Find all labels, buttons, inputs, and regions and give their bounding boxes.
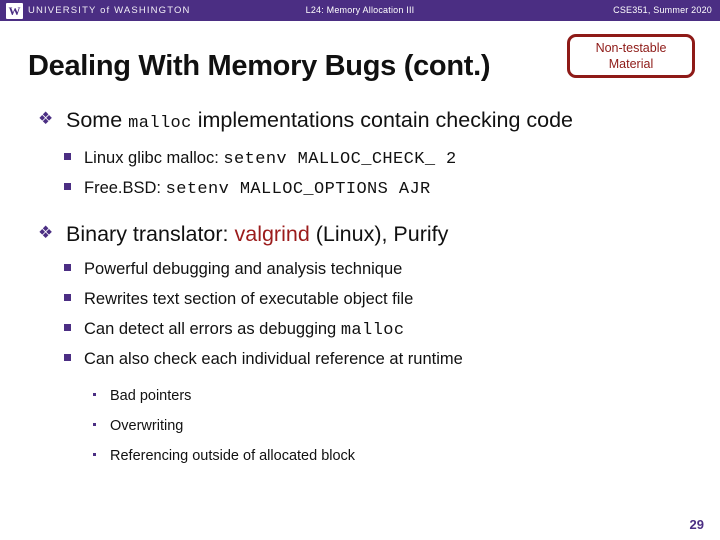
dot-bullet-icon bbox=[93, 393, 96, 396]
sub-bullet-text: Free.BSD: setenv MALLOC_OPTIONS AJR bbox=[84, 179, 431, 199]
square-bullet-icon bbox=[64, 264, 71, 271]
sub-bullet-text: Can also check each individual reference… bbox=[84, 350, 463, 368]
badge-line-1: Non-testable bbox=[595, 41, 667, 55]
non-testable-badge: Non-testable Material bbox=[567, 34, 695, 78]
diamond-bullet-icon: ❖ bbox=[38, 223, 54, 242]
sublist-level2: Powerful debugging and analysis techniqu… bbox=[0, 255, 720, 375]
slide-title: Dealing With Memory Bugs (cont.) bbox=[28, 50, 491, 82]
sub-text-before: Powerful debugging and analysis techniqu… bbox=[84, 260, 403, 278]
highlight-valgrind: valgrind bbox=[234, 222, 310, 246]
square-bullet-icon bbox=[64, 153, 71, 160]
list-item: Can detect all errors as debugging mallo… bbox=[0, 315, 720, 345]
list-item: Bad pointers bbox=[0, 381, 720, 411]
sub-sub-bullet-text: Bad pointers bbox=[110, 388, 192, 404]
bullet-level1: ❖ Some malloc implementations contain ch… bbox=[0, 104, 720, 140]
bullet-text-before: Binary translator: bbox=[66, 222, 235, 246]
slide-body: ❖ Some malloc implementations contain ch… bbox=[0, 104, 720, 471]
inline-code-setenv: setenv MALLOC_CHECK_ 2 bbox=[223, 150, 457, 169]
square-bullet-icon bbox=[64, 354, 71, 361]
list-item: Overwriting bbox=[0, 411, 720, 441]
square-bullet-icon bbox=[64, 183, 71, 190]
uw-wordmark-text: UNIVERSITY of WASHINGTON bbox=[28, 5, 191, 16]
sub-sub-bullet-text: Referencing outside of allocated block bbox=[110, 448, 356, 464]
list-item: Free.BSD: setenv MALLOC_OPTIONS AJR bbox=[0, 174, 720, 204]
inline-code-setenv: setenv MALLOC_OPTIONS AJR bbox=[165, 180, 431, 199]
sublist-level2: Linux glibc malloc: setenv MALLOC_CHECK_… bbox=[0, 144, 720, 204]
sub-bullet-text: Can detect all errors as debugging mallo… bbox=[84, 320, 405, 340]
square-bullet-icon bbox=[64, 324, 71, 331]
sub-bullet-text: Powerful debugging and analysis techniqu… bbox=[84, 260, 402, 278]
bullet-group-1: ❖ Some malloc implementations contain ch… bbox=[0, 104, 720, 204]
list-item: Powerful debugging and analysis techniqu… bbox=[0, 255, 720, 285]
inline-code-malloc: malloc bbox=[128, 114, 192, 133]
sub-text-before: Linux glibc malloc: bbox=[84, 149, 224, 167]
bullet-text-before: Some bbox=[66, 108, 129, 132]
list-item: Can also check each individual reference… bbox=[0, 345, 720, 375]
page-number: 29 bbox=[689, 517, 704, 532]
dot-bullet-icon bbox=[93, 453, 96, 456]
bullet-text-after: implementations contain checking code bbox=[191, 108, 574, 132]
bullet-level1-text: Some malloc implementations contain chec… bbox=[66, 108, 574, 133]
bullet-level1-text: Binary translator: valgrind (Linux), Pur… bbox=[66, 222, 448, 246]
uw-w-mark-icon: W bbox=[6, 2, 23, 19]
sub-bullet-text: Linux glibc malloc: setenv MALLOC_CHECK_… bbox=[84, 149, 457, 169]
sub-text-before: Can detect all errors as debugging bbox=[84, 320, 341, 338]
sub-text-before: Free.BSD: bbox=[84, 179, 166, 197]
bullet-text-after: (Linux), Purify bbox=[309, 222, 449, 246]
inline-code-malloc: malloc bbox=[340, 321, 405, 340]
dot-bullet-icon bbox=[93, 423, 96, 426]
list-item: Linux glibc malloc: setenv MALLOC_CHECK_… bbox=[0, 144, 720, 174]
course-label: CSE351, Summer 2020 bbox=[613, 5, 712, 15]
list-item: Referencing outside of allocated block bbox=[0, 441, 720, 471]
square-bullet-icon bbox=[64, 294, 71, 301]
sub-bullet-text: Rewrites text section of executable obje… bbox=[84, 290, 413, 308]
sub-text-before: Can also check each individual reference… bbox=[84, 350, 463, 368]
diamond-bullet-icon: ❖ bbox=[38, 109, 54, 128]
sublist-level3: Bad pointers Overwriting Referencing out… bbox=[0, 381, 720, 471]
list-item: Rewrites text section of executable obje… bbox=[0, 285, 720, 315]
bullet-group-2: ❖ Binary translator: valgrind (Linux), P… bbox=[0, 218, 720, 471]
sub-sub-bullet-text: Overwriting bbox=[110, 418, 184, 434]
badge-line-2: Material bbox=[608, 57, 654, 71]
sub-text-before: Rewrites text section of executable obje… bbox=[84, 290, 414, 308]
slide-header-bar: W UNIVERSITY of WASHINGTON L24: Memory A… bbox=[0, 0, 720, 21]
bullet-level1: ❖ Binary translator: valgrind (Linux), P… bbox=[0, 218, 720, 251]
uw-logo: W UNIVERSITY of WASHINGTON bbox=[6, 2, 191, 19]
lecture-title: L24: Memory Allocation III bbox=[305, 5, 415, 15]
